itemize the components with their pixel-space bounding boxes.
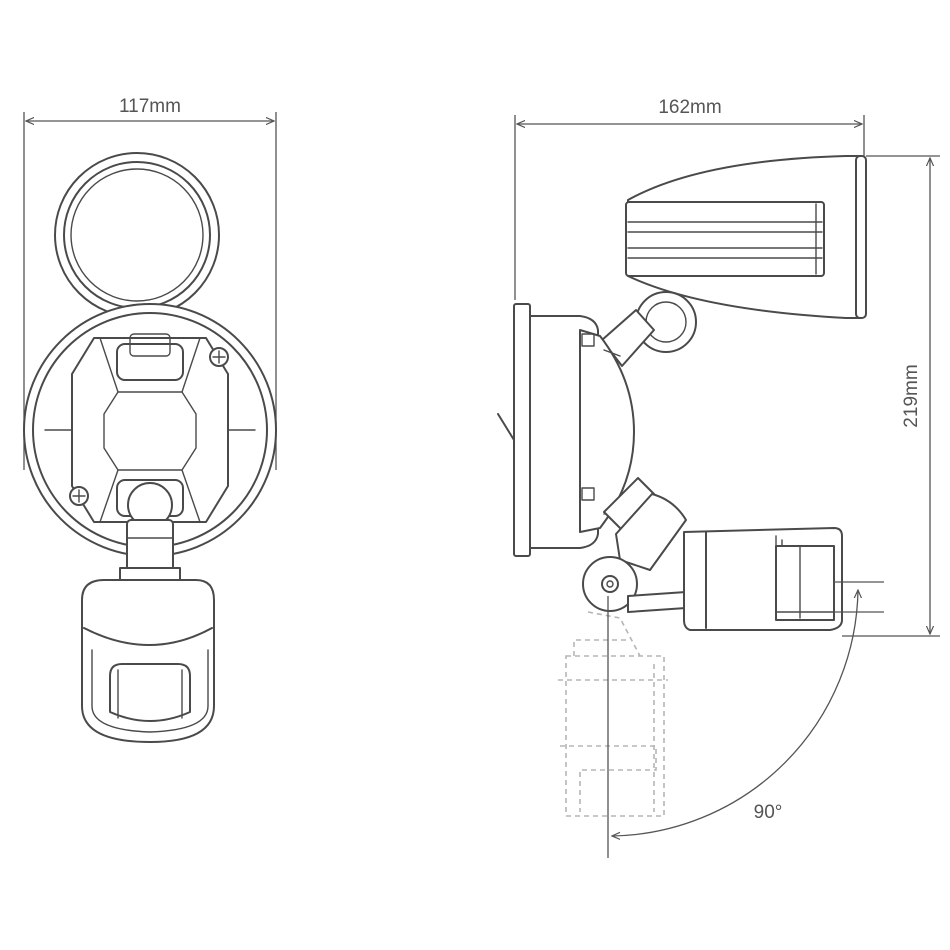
rotation-indicator: 90° <box>607 590 858 858</box>
side-width-label: 162mm <box>658 97 721 118</box>
front-width-label: 117mm <box>119 96 181 117</box>
front-sensor-arm <box>119 519 181 583</box>
front-motion-sensor <box>81 579 215 743</box>
front-lamp-head <box>54 152 220 318</box>
front-base-plate <box>23 303 277 557</box>
rotation-angle-label: 90° <box>754 802 783 823</box>
front-width-dimension: 117mm <box>23 96 277 470</box>
side-wall-plate <box>497 303 635 557</box>
side-height-label: 219mm <box>901 364 922 427</box>
ghost-rotated-sensor <box>558 611 668 817</box>
front-view: 117mm <box>23 96 277 743</box>
side-view: 162mm 219mm <box>497 97 940 858</box>
side-lamp-head <box>625 155 867 319</box>
screw-icon <box>69 486 89 506</box>
side-motion-sensor <box>683 527 884 631</box>
screw-icon <box>209 347 229 367</box>
side-lamp-joint <box>601 291 697 367</box>
side-width-dimension: 162mm <box>514 97 865 300</box>
